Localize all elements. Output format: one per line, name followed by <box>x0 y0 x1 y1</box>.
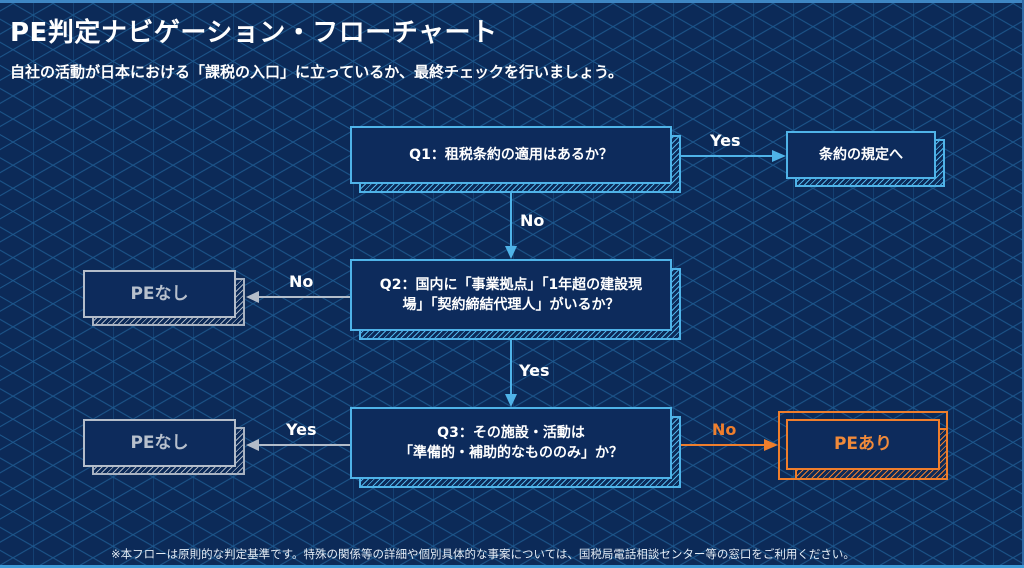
node-q2-label-line1: Q2：国内に「事業拠点」「1年超の建設現 <box>379 276 643 293</box>
top-border <box>0 0 1024 3</box>
node-q2-label-line2: 場」「契約締結代理人」がいるか？ <box>402 297 620 313</box>
node-q3-box: Q3：その施設・活動は 「準備的・補助的なもののみ」か？ <box>350 407 672 479</box>
node-q2-box: Q2：国内に「事業拠点」「1年超の建設現 場」「契約締結代理人」がいるか？ <box>350 259 672 331</box>
node-treaty-box: 条約の規定へ <box>786 131 936 179</box>
edge-label-yes: Yes <box>519 361 550 380</box>
node-treaty-label: 条約の規定へ <box>819 146 903 163</box>
node-q3-label-line1: Q3：その施設・活動は <box>437 424 585 441</box>
page-title: PE判定ナビゲーション・フローチャート <box>10 18 498 48</box>
page-subtitle: 自社の活動が日本における「課税の入口」に立っているか、最終チェックを行いましょう… <box>10 63 624 81</box>
right-border <box>1022 0 1024 568</box>
node-no-pe-2-label: PEなし <box>130 432 189 453</box>
edge-label-yes: Yes <box>710 131 741 150</box>
node-q3-label-line2: 「準備的・補助的なもののみ」か？ <box>399 445 623 461</box>
edge-label-no: No <box>289 272 314 291</box>
bottom-border <box>0 565 1024 568</box>
node-pe-label: PEあり <box>833 434 893 455</box>
edge-label-no: No <box>712 420 737 439</box>
node-no-pe-1-box: PEなし <box>83 270 236 318</box>
node-q1-box: Q1：租税条約の適用はあるか？ <box>350 126 672 184</box>
footnote: ※本フローは原則的な判定基準です。特殊の関係等の詳細や個別具体的な事案については… <box>111 547 855 561</box>
node-q1-label: Q1：租税条約の適用はあるか？ <box>409 146 613 163</box>
node-no-pe-1-label: PEなし <box>130 283 189 304</box>
node-no-pe-2-box: PEなし <box>83 419 236 467</box>
edge-label-yes: Yes <box>286 420 317 439</box>
node-pe-box: PEあり <box>786 419 940 470</box>
edge-label-no: No <box>520 211 545 230</box>
